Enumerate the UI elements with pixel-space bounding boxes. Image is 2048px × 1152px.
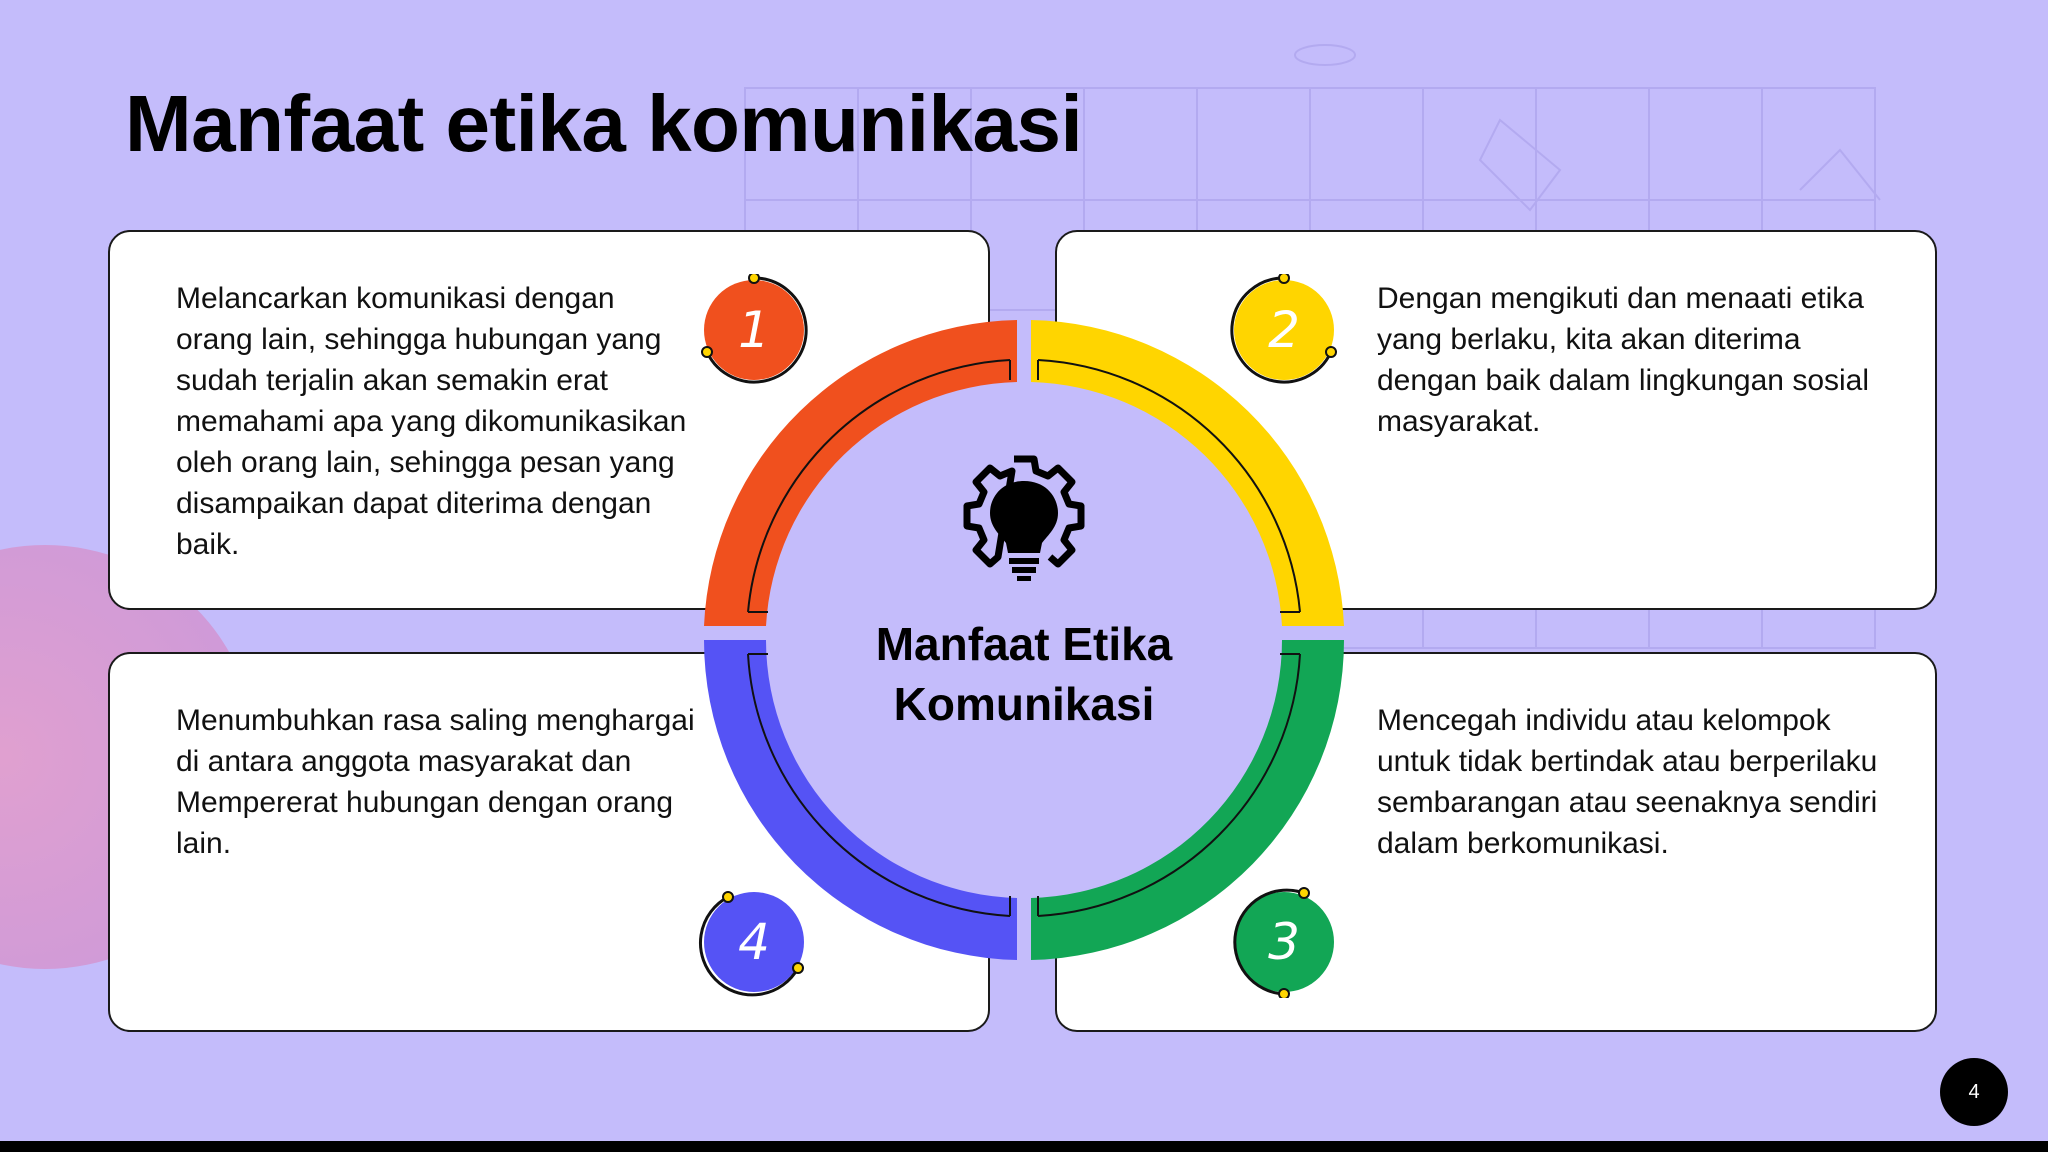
page-number: 4 [1968, 1080, 1980, 1103]
badge-ring-4 [699, 891, 804, 997]
benefit-text-4: Menumbuhkan rasa saling menghargai di an… [176, 704, 695, 860]
badge-ring-2 [1230, 274, 1337, 384]
number-2: 2 [1268, 301, 1300, 359]
center-label-line-2: Komunikasi [893, 678, 1155, 730]
badge-ring-1 [701, 274, 808, 384]
benefit-text-1: Melancarkan komunikasi dengan orang lain… [176, 282, 687, 561]
benefit-text-3: Mencegah individu atau kelompok untuk ti… [1377, 704, 1878, 860]
center-label-line-1: Manfaat Etika [875, 618, 1173, 670]
number-badge-4: 4 [699, 891, 804, 997]
number-4: 4 [738, 913, 770, 971]
center-label: Manfaat Etika Komunikasi [824, 614, 1224, 734]
benefit-card-3: Mencegah individu atau kelompok untuk ti… [1055, 652, 1937, 1032]
badge-ring-3 [1233, 887, 1310, 998]
slide-title: Manfaat etika komunikasi [125, 79, 1083, 168]
number-1: 1 [738, 301, 770, 359]
number-3: 3 [1268, 913, 1300, 971]
benefit-text-2: Dengan mengikuti dan menaati etika yang … [1377, 282, 1870, 438]
bottom-bar [0, 1141, 2048, 1152]
benefit-card-1: Melancarkan komunikasi dengan orang lain… [108, 230, 990, 610]
benefit-card-2: Dengan mengikuti dan menaati etika yang … [1055, 230, 1937, 610]
page-number-badge: 4 [1940, 1058, 2008, 1126]
number-badge-2: 2 [1230, 274, 1337, 384]
number-badge-3: 3 [1233, 887, 1334, 998]
number-badge-1: 1 [701, 274, 808, 384]
